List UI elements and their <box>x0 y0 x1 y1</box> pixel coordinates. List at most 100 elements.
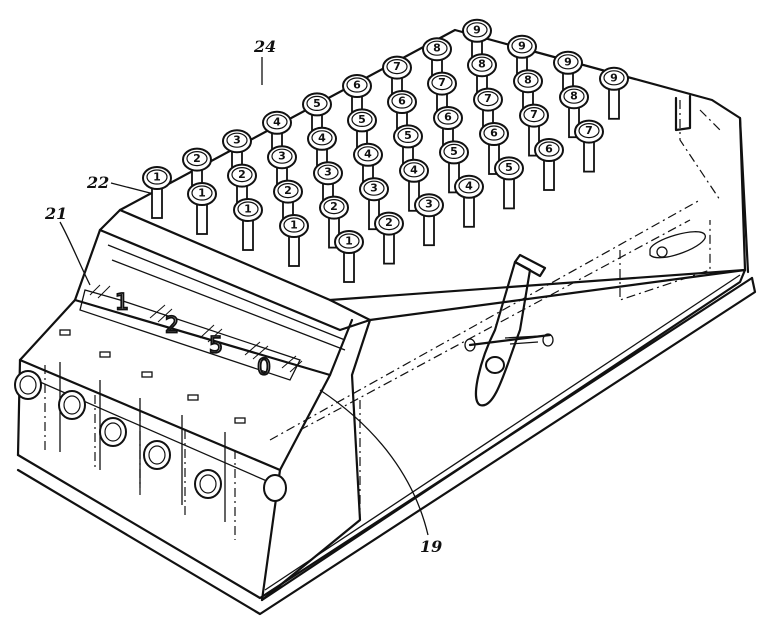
key-3-4: 4 <box>353 142 383 196</box>
key-cap-inner <box>306 95 328 112</box>
key-cap-inner <box>311 130 333 146</box>
key-4-7: 7 <box>519 103 549 157</box>
key-cap-inner <box>317 164 339 180</box>
key-label: 5 <box>313 97 321 110</box>
key-cap-inner <box>277 183 299 199</box>
result-dial-4: 0 <box>257 356 271 381</box>
key-5-3: 3 <box>414 193 444 247</box>
hand-crank <box>464 253 554 407</box>
key-cap-inner <box>378 215 400 231</box>
key-label: 1 <box>153 171 161 184</box>
key-3-5: 5 <box>393 124 423 178</box>
key-2-1: 1 <box>187 182 217 235</box>
key-cap-inner <box>471 56 493 72</box>
key-cap-inner <box>477 90 499 107</box>
key-label: 6 <box>545 143 553 156</box>
reference-numeral-22: 22 <box>86 173 109 192</box>
key-cap-inner <box>426 40 448 56</box>
key-label: 2 <box>238 168 246 181</box>
key-cap-inner <box>397 127 419 143</box>
key-label: 3 <box>233 134 241 147</box>
key-label: 2 <box>385 216 393 229</box>
reference-numeral-19: 19 <box>420 537 442 556</box>
key-5-6: 6 <box>534 138 564 191</box>
key-label: 4 <box>318 131 326 144</box>
key-cap-inner <box>338 233 360 249</box>
key-cap-inner <box>538 141 560 157</box>
key-1-7: 7 <box>382 55 412 109</box>
key-5-4: 4 <box>454 174 484 228</box>
key-label: 9 <box>518 39 526 52</box>
key-cap-inner <box>237 201 259 217</box>
key-cap-inner <box>186 151 208 167</box>
key-label: 5 <box>358 113 366 126</box>
key-label: 1 <box>244 203 252 216</box>
key-cap-inner <box>523 106 545 123</box>
key-label: 3 <box>324 166 332 179</box>
key-1-9: 9 <box>462 18 492 72</box>
key-2-4: 4 <box>307 126 337 180</box>
key-1-5: 5 <box>302 92 332 146</box>
reference-numeral-24: 24 <box>253 37 276 56</box>
key-label: 5 <box>404 129 412 142</box>
key-cap-inner <box>603 70 625 86</box>
front-panel-slots <box>59 329 246 424</box>
key-cap-inner <box>403 162 425 178</box>
result-dial-2: 2 <box>165 314 179 339</box>
reference-numerals: 24 22 21 19 <box>44 37 442 556</box>
front-release-buttons <box>14 370 287 502</box>
key-label: 9 <box>564 55 572 68</box>
key-label: 4 <box>273 115 281 128</box>
key-cap-inner <box>431 74 453 91</box>
key-3-1: 1 <box>233 198 263 251</box>
key-label: 7 <box>530 108 538 121</box>
key-cap-inner <box>357 146 379 162</box>
key-1-1: 1 <box>142 166 172 219</box>
key-label: 8 <box>478 58 486 71</box>
key-4-3: 3 <box>359 177 389 231</box>
key-cap-inner <box>283 217 305 233</box>
key-cap-inner <box>418 196 440 212</box>
key-2-2: 2 <box>227 163 257 217</box>
key-label: 1 <box>345 235 353 248</box>
result-dial-3: 5 <box>209 334 223 359</box>
key-5-5: 5 <box>494 156 524 210</box>
key-label: 9 <box>610 71 618 84</box>
key-label: 2 <box>193 152 201 165</box>
key-2-7: 7 <box>427 71 457 125</box>
key-label: 8 <box>570 90 578 103</box>
key-label: 3 <box>278 150 286 163</box>
key-cap-inner <box>466 22 488 38</box>
result-register: 1 2 5 0 <box>79 284 303 381</box>
key-cap-inner <box>271 148 293 164</box>
key-cap-inner <box>437 109 459 125</box>
reference-numeral-21: 21 <box>44 204 67 223</box>
key-cap-inner <box>483 125 505 141</box>
key-cap-inner <box>386 58 408 75</box>
key-cap-inner <box>443 143 465 159</box>
key-label: 6 <box>490 127 498 140</box>
key-label: 4 <box>364 147 372 160</box>
result-dial-1: 1 <box>115 291 129 316</box>
key-label: 6 <box>353 79 361 92</box>
key-1-3: 3 <box>222 129 252 183</box>
key-2-3: 3 <box>267 145 297 199</box>
key-4-6: 6 <box>479 122 509 175</box>
key-label: 7 <box>484 92 492 105</box>
key-cap-inner <box>346 77 368 93</box>
key-label: 5 <box>505 161 513 174</box>
key-label: 8 <box>433 42 441 55</box>
key-label: 3 <box>425 198 433 211</box>
key-2-9: 9 <box>507 34 537 88</box>
key-label: 6 <box>444 111 452 124</box>
key-label: 6 <box>398 95 406 108</box>
key-cap-inner <box>191 185 213 201</box>
key-2-8: 8 <box>467 53 497 107</box>
key-3-9: 9 <box>553 50 583 104</box>
key-cap-inner <box>391 93 413 109</box>
key-label: 1 <box>290 219 298 232</box>
key-cap-inner <box>351 111 373 128</box>
key-cap-inner <box>511 38 533 54</box>
key-cap-inner <box>578 123 600 139</box>
